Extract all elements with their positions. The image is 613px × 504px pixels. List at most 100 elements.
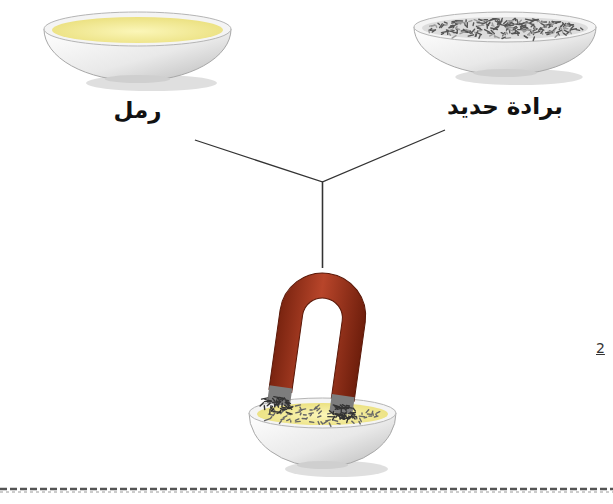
iron-filing bbox=[570, 24, 574, 26]
iron-filing bbox=[525, 22, 529, 23]
iron-filing bbox=[329, 423, 331, 426]
iron-filing bbox=[445, 24, 448, 26]
bowl-label: رمل bbox=[35, 97, 240, 123]
iron-filing bbox=[352, 421, 354, 423]
iron-filing bbox=[329, 411, 334, 415]
iron-filing bbox=[296, 405, 301, 406]
iron-filing bbox=[528, 34, 530, 36]
iron-filing bbox=[479, 35, 480, 38]
iron-filing bbox=[503, 33, 506, 35]
horseshoe-magnet bbox=[269, 267, 371, 401]
iron-filing bbox=[562, 31, 564, 32]
iron-filing bbox=[479, 19, 482, 20]
iron-filing bbox=[429, 29, 435, 31]
iron-filing bbox=[544, 25, 546, 26]
iron-filing bbox=[351, 414, 352, 416]
bowl-foot bbox=[473, 69, 537, 77]
iron-filing bbox=[557, 30, 562, 33]
iron-filing bbox=[295, 421, 300, 423]
iron-filing bbox=[486, 24, 488, 25]
iron-filing bbox=[554, 30, 555, 33]
iron-filing bbox=[524, 36, 527, 38]
iron-filing bbox=[460, 32, 464, 34]
iron-filing bbox=[499, 24, 506, 26]
iron-filing bbox=[369, 415, 372, 417]
iron-filing bbox=[544, 24, 549, 25]
iron-filing bbox=[489, 19, 496, 21]
iron-filing bbox=[360, 418, 362, 421]
iron-filing bbox=[469, 21, 472, 22]
iron-filing bbox=[528, 33, 530, 35]
iron-filing bbox=[449, 27, 454, 28]
iron-filing bbox=[300, 413, 302, 415]
iron-filing bbox=[310, 421, 314, 423]
iron-filing bbox=[342, 405, 345, 406]
iron-filing bbox=[340, 408, 342, 412]
iron-filing bbox=[564, 33, 567, 35]
iron-filing bbox=[466, 29, 469, 31]
iron-filing bbox=[267, 403, 270, 406]
iron-filing bbox=[488, 32, 492, 34]
iron-filing bbox=[268, 414, 273, 415]
iron-filing bbox=[459, 22, 465, 24]
bowl-content bbox=[52, 17, 223, 43]
page-number: 2 bbox=[596, 340, 605, 356]
iron-filing bbox=[269, 409, 271, 413]
iron-filing bbox=[319, 411, 322, 414]
iron-filing bbox=[332, 416, 334, 420]
iron-filing bbox=[498, 21, 500, 24]
iron-filing bbox=[342, 413, 346, 414]
iron-filing bbox=[485, 30, 490, 33]
iron-filing bbox=[521, 25, 526, 27]
iron-filing bbox=[316, 405, 319, 408]
iron-filing bbox=[548, 31, 551, 33]
iron-filing bbox=[359, 415, 364, 417]
iron-filing bbox=[430, 25, 435, 27]
iron-filing bbox=[525, 19, 531, 20]
iron-filing bbox=[468, 35, 473, 36]
iron-filing bbox=[428, 30, 430, 32]
iron-filing bbox=[335, 406, 339, 409]
iron-filing bbox=[366, 410, 369, 413]
iron-filing bbox=[335, 414, 342, 416]
separator-line bbox=[0, 492, 613, 493]
merge-line bbox=[323, 130, 446, 268]
iron-filing bbox=[286, 401, 291, 403]
iron-filing bbox=[359, 421, 360, 424]
iron-filing bbox=[350, 412, 354, 414]
iron-filing bbox=[506, 37, 511, 39]
iron-filing bbox=[487, 23, 490, 25]
bowl-node bbox=[240, 268, 405, 483]
iron-filing bbox=[435, 26, 437, 28]
iron-filing bbox=[274, 397, 281, 398]
iron-filing bbox=[484, 20, 486, 22]
iron-filing bbox=[571, 26, 574, 29]
iron-filing bbox=[508, 27, 513, 29]
iron-filing bbox=[287, 419, 290, 420]
iron-filing bbox=[477, 33, 482, 35]
iron-filing bbox=[449, 29, 453, 31]
bowl-rim bbox=[44, 12, 231, 46]
iron-filing bbox=[505, 23, 507, 26]
bowl-label: برادة حديد bbox=[405, 93, 605, 119]
iron-filing bbox=[491, 18, 494, 20]
iron-filing bbox=[525, 27, 527, 29]
iron-filing bbox=[523, 27, 527, 29]
iron-filing bbox=[506, 32, 507, 34]
bowl-content bbox=[257, 403, 388, 425]
iron-filing bbox=[555, 35, 558, 38]
iron-filing bbox=[283, 408, 287, 410]
merge-line bbox=[195, 140, 323, 268]
iron-filing bbox=[272, 398, 275, 401]
iron-filing bbox=[351, 416, 353, 417]
iron-filing bbox=[303, 414, 306, 416]
iron-filing bbox=[540, 21, 543, 22]
iron-filing bbox=[524, 26, 528, 30]
iron-filing bbox=[569, 31, 571, 34]
iron-filing bbox=[453, 32, 457, 34]
iron-filing bbox=[281, 403, 283, 407]
iron-filing bbox=[478, 24, 484, 26]
iron-filing bbox=[302, 418, 306, 420]
iron-filing bbox=[516, 23, 522, 25]
magnet-pole bbox=[329, 394, 354, 415]
